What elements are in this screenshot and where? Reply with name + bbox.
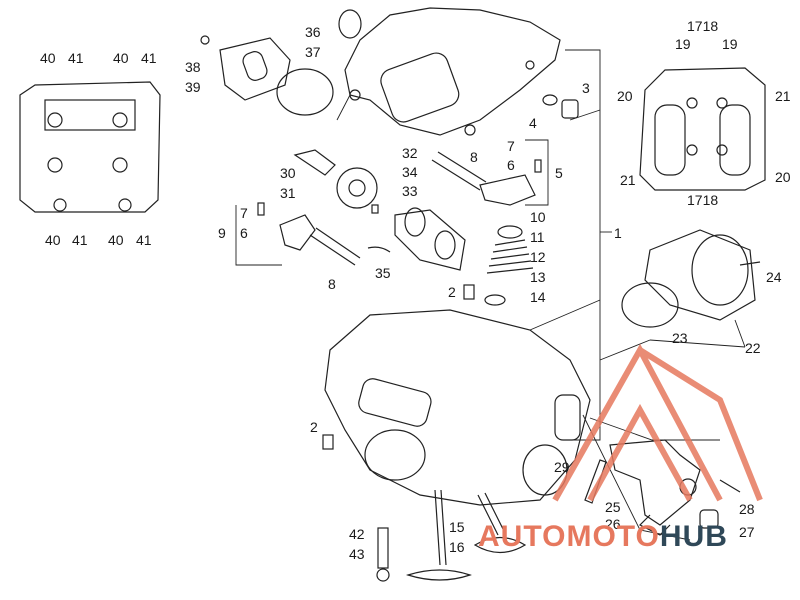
- label-part-25: 25: [605, 499, 621, 515]
- rocker-shaft-upper: [431, 151, 487, 191]
- camshaft-33: [394, 209, 466, 271]
- watermark-part2: HUB: [659, 520, 728, 553]
- bracket-5: [525, 139, 549, 206]
- label-part-37: 37: [305, 44, 321, 60]
- label-part-42: 42: [349, 526, 365, 542]
- valve-exhaust: [477, 492, 506, 536]
- label-part-8: 8: [328, 276, 336, 292]
- label-part-40: 40: [108, 232, 124, 248]
- label-part-5: 5: [555, 165, 563, 181]
- label-part-43: 43: [349, 546, 365, 562]
- label-part-33: 33: [402, 183, 418, 199]
- label-part-11: 11: [530, 229, 545, 245]
- label-part-2: 2: [448, 284, 456, 300]
- label-part-2: 2: [310, 419, 318, 435]
- oring-36: [338, 9, 362, 39]
- rocker-arm-upper: [479, 174, 536, 206]
- label-part-41: 41: [68, 50, 84, 66]
- bracket-22: [649, 339, 746, 348]
- label-part-26: 26: [605, 516, 621, 532]
- cylinder-head: [324, 309, 591, 506]
- label-part-19: 19: [722, 36, 738, 52]
- cover-plate-39: [219, 37, 291, 101]
- valve-cover-window: [380, 52, 460, 123]
- label-part-34: 34: [402, 164, 418, 180]
- label-part-1718: 1718: [687, 192, 719, 208]
- valve-spring: [486, 239, 534, 274]
- label-part-1: 1: [614, 225, 622, 241]
- label-part-3: 3: [582, 80, 590, 96]
- label-part-23: 23: [672, 330, 688, 346]
- label-part-6: 6: [507, 157, 515, 173]
- label-part-20: 20: [775, 169, 791, 185]
- label-part-1718: 1718: [687, 18, 719, 34]
- watermark-brand: AUTOMOTOHUB: [478, 520, 728, 554]
- label-part-21: 21: [775, 88, 791, 104]
- rocker-arm-lower: [279, 214, 316, 251]
- label-part-12: 12: [530, 249, 546, 265]
- thermostat-housing: [609, 439, 701, 526]
- watermark-part1: AUTOMOTO: [478, 520, 660, 553]
- label-part-4: 4: [529, 115, 537, 131]
- inset-head-left: [19, 81, 161, 213]
- label-part-14: 14: [530, 289, 546, 305]
- label-part-7: 7: [507, 138, 515, 154]
- bracket-9: [235, 205, 282, 266]
- label-part-40: 40: [45, 232, 61, 248]
- inset-head-right: [639, 67, 766, 191]
- label-part-31: 31: [280, 185, 296, 201]
- label-part-16: 16: [449, 539, 465, 555]
- label-part-6: 6: [240, 225, 248, 241]
- label-part-20: 20: [617, 88, 633, 104]
- label-part-36: 36: [305, 24, 321, 40]
- label-part-41: 41: [136, 232, 152, 248]
- label-part-13: 13: [530, 269, 546, 285]
- gasket-37: [276, 68, 334, 116]
- valve-cover: [344, 7, 561, 136]
- label-part-19: 19: [675, 36, 691, 52]
- label-part-29: 29: [554, 459, 570, 475]
- label-part-22: 22: [745, 340, 761, 356]
- watermark-logo: [552, 343, 763, 502]
- label-part-28: 28: [739, 501, 755, 517]
- label-part-8: 8: [470, 149, 478, 165]
- label-part-41: 41: [72, 232, 88, 248]
- label-part-30: 30: [280, 165, 296, 181]
- label-part-9: 9: [218, 225, 226, 241]
- label-part-7: 7: [240, 205, 248, 221]
- label-part-21: 21: [620, 172, 636, 188]
- label-part-40: 40: [113, 50, 129, 66]
- label-part-40: 40: [40, 50, 56, 66]
- label-part-15: 15: [449, 519, 465, 535]
- valve-intake: [434, 489, 447, 566]
- label-part-39: 39: [185, 79, 201, 95]
- label-part-32: 32: [402, 145, 418, 161]
- label-part-27: 27: [739, 524, 755, 540]
- label-part-24: 24: [766, 269, 782, 285]
- label-part-35: 35: [375, 265, 391, 281]
- rocker-shaft-lower: [309, 227, 361, 266]
- label-part-10: 10: [530, 209, 546, 225]
- oring-23: [621, 282, 679, 328]
- sprocket-32: [336, 167, 378, 209]
- label-part-38: 38: [185, 59, 201, 75]
- bracket-1: [565, 49, 601, 441]
- label-part-41: 41: [141, 50, 157, 66]
- intake-manifold-22: [644, 229, 756, 321]
